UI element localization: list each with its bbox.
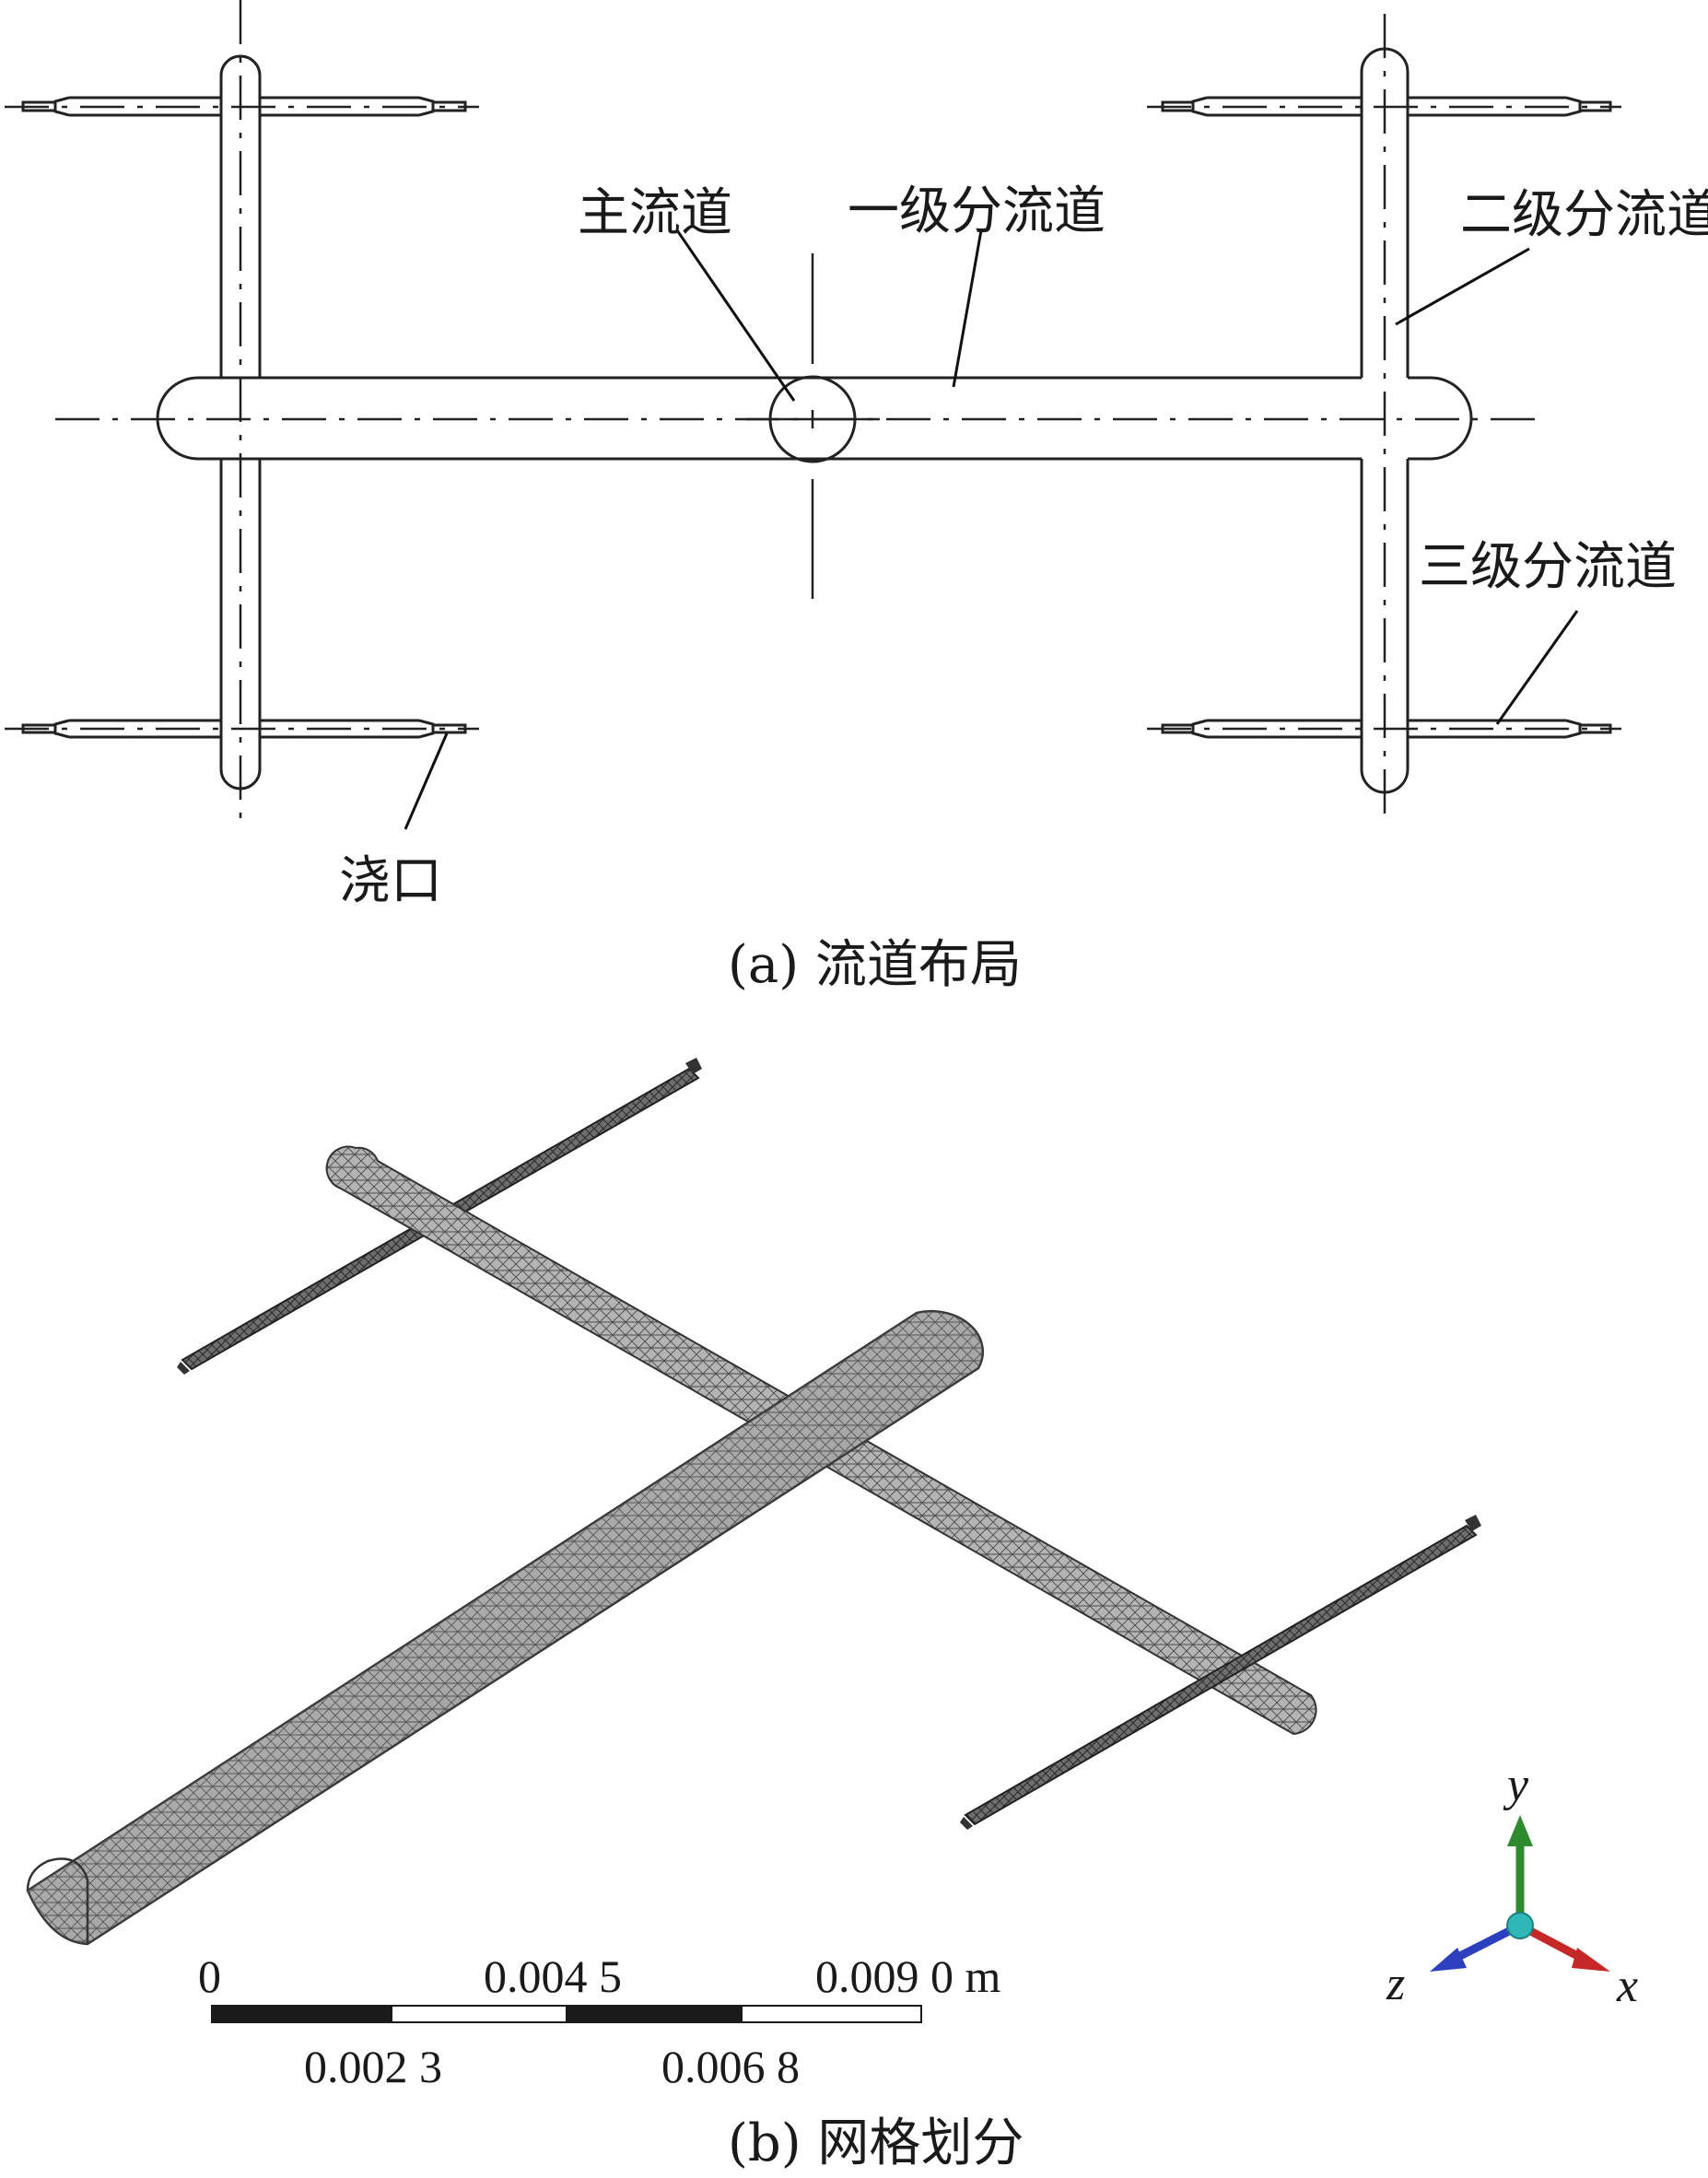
tertiary-tip-lower-left [960, 1817, 973, 1830]
leader-gate [404, 732, 449, 830]
axis-label-z: z [1386, 1958, 1405, 2010]
label-main-runner: 主流道 [578, 183, 732, 243]
axis-label-y: y [1503, 1759, 1529, 1811]
origin-dot [1506, 1912, 1534, 1939]
x-axis-arrow-icon [1572, 1948, 1610, 1972]
leader-secondary-runner [1395, 247, 1530, 326]
caption-b: (b) 网格划分 [728, 2114, 1024, 2173]
runner-layout-diagram: 主流道 一级分流道 二级分流道 三级分流道 浇口 (a) 流道布局 [5, 0, 1708, 995]
z-axis-arrow-icon [1430, 1948, 1467, 1972]
scale-bar: 0 0.004 5 0.009 0 m 0.002 3 0.006 8 [198, 1950, 1001, 2092]
scale-label-0: 0 [198, 1950, 221, 2002]
label-tertiary-runner: 三级分流道 [1419, 537, 1677, 597]
axis-triad: y z x [1386, 1759, 1638, 2012]
label-secondary-runner: 二级分流道 [1460, 185, 1708, 245]
scale-label-q1: 0.002 3 [304, 2041, 442, 2092]
leader-tertiary-runner [1495, 610, 1579, 725]
leader-main-runner [675, 229, 796, 402]
scale-label-mid: 0.004 5 [484, 1950, 622, 2002]
secondary-runner-left-outline [219, 54, 262, 790]
caption-a: (a) 流道布局 [728, 935, 1022, 995]
tertiary-tip-upper-left [177, 1362, 190, 1375]
y-axis-arrow-icon [1507, 1815, 1533, 1846]
label-gate: 浇口 [339, 851, 442, 911]
tertiary-centerlines [5, 105, 1621, 731]
axis-label-x: x [1616, 1960, 1638, 2012]
sprue-cross-centerline [746, 253, 880, 599]
tertiary-tip-lower-right [1465, 1515, 1481, 1531]
mesh-tertiary-runner-lower [964, 1524, 1478, 1826]
scale-label-q3: 0.006 8 [661, 2041, 800, 2092]
primary-runner-end [26, 1857, 89, 1944]
leader-primary-runner [952, 229, 983, 388]
secondary-runner-right-outline [1360, 47, 1410, 794]
primary-runner-outline [156, 376, 1473, 461]
scale-label-end: 0.009 0 m [815, 1950, 1001, 2002]
mesh-view: 0 0.004 5 0.009 0 m 0.002 3 0.006 8 y z … [26, 1058, 1638, 2173]
label-primary-runner: 一级分流道 [848, 182, 1106, 241]
primary-runner-shade [28, 1311, 983, 1944]
tertiary-tip-upper-right [685, 1058, 702, 1074]
